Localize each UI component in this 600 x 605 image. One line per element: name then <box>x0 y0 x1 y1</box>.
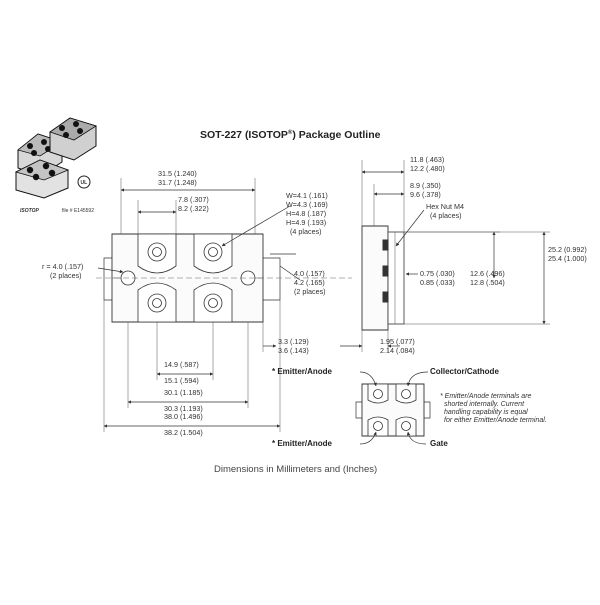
label-gate: Gate <box>430 439 448 448</box>
dim-places-4: (4 places) <box>290 227 322 236</box>
dim-t-b: 0.85 (.033) <box>420 278 455 287</box>
dim-t-a: 0.75 (.030) <box>420 269 455 278</box>
dim-side-top-b: 12.2 (.480) <box>410 164 445 173</box>
dim-side-mid-b: 9.6 (.378) <box>410 190 441 199</box>
dim-bottom-gap-b: 3.6 (.143) <box>278 346 309 355</box>
dim-span-b: 30.3 (1.193) <box>164 404 203 413</box>
note-line-3: handling capability is equal <box>444 409 528 416</box>
dim-h1: H=4.8 (.187) <box>286 209 326 218</box>
svg-text:SOT-227 (ISOTOP®) Package Outl: SOT-227 (ISOTOP®) Package Outline <box>200 129 381 141</box>
dim-height-b: 25.4 (1.000) <box>548 254 587 263</box>
product-photo: UL <box>12 112 112 199</box>
dim-side-mid-a: 8.9 (.350) <box>410 181 441 190</box>
dim-pad-pitch-b: 8.2 (.322) <box>178 204 209 213</box>
dim-width-top-a: 31.5 (1.240) <box>158 169 197 178</box>
label-collector-cathode: Collector/Cathode <box>430 367 499 376</box>
dim-overall-a: 38.0 (1.496) <box>164 412 203 421</box>
note-line-2: shorted internally. Current <box>444 401 525 408</box>
dim-w2: W=4.3 (.169) <box>286 200 328 209</box>
dim-h2: H=4.9 (.193) <box>286 218 326 227</box>
dim-pad-pitch-a: 7.8 (.307) <box>178 195 209 204</box>
dim-side-bot-b: 2.14 (.084) <box>380 346 415 355</box>
dim-w1: W=4.1 (.161) <box>286 191 328 200</box>
dim-overall-b: 38.2 (1.504) <box>164 428 203 437</box>
dim-side-top-a: 11.8 (.463) <box>410 155 444 164</box>
dim-hexnut-places: (4 places) <box>430 211 462 220</box>
dim-r-left: r = 4.0 (.157) <box>42 262 83 271</box>
top-view-dimensions <box>97 178 301 432</box>
drawing-title: SOT-227 (ISOTOP®) Package Outline <box>200 129 381 141</box>
dim-inner-b: 15.1 (.594) <box>164 376 199 385</box>
dim-width-top-b: 31.7 (1.248) <box>158 178 197 187</box>
side-view <box>340 160 550 352</box>
dim-mid-places: (2 places) <box>294 287 326 296</box>
dim-inner-a: 14.9 (.587) <box>164 360 199 369</box>
label-emitter-anode-top: * Emitter/Anode <box>272 367 333 376</box>
pinout-diagram <box>355 371 431 445</box>
dim-side-bot-a: 1.95 (.077) <box>380 337 415 346</box>
dim-r-left-places: (2 places) <box>50 271 82 280</box>
note-line-1: * Emitter/Anode terminals are <box>440 393 532 400</box>
dim-mid-b: 4.2 (.165) <box>294 278 325 287</box>
svg-text:UL: UL <box>81 180 88 186</box>
dim-height-a: 25.2 (0.992) <box>548 245 587 254</box>
cert-text: file # E145592 <box>62 208 94 214</box>
dim-bottom-gap-a: 3.3 (.129) <box>278 337 309 346</box>
label-emitter-anode-bottom: * Emitter/Anode <box>272 439 333 448</box>
dim-span-a: 30.1 (1.185) <box>164 388 203 397</box>
top-view <box>96 233 352 323</box>
isotop-brand: ISOTOP <box>20 208 39 214</box>
dim-lead-b: 12.8 (.504) <box>470 278 505 287</box>
dimensions-caption: Dimensions in Millimeters and (Inches) <box>214 464 377 475</box>
dim-hexnut: Hex Nut M4 <box>426 202 464 211</box>
note-line-4: for either Emitter/Anode terminal. <box>444 417 547 424</box>
dim-lead-a: 12.6 (.496) <box>470 269 505 278</box>
dim-mid-a: 4.0 (.157) <box>294 269 325 278</box>
